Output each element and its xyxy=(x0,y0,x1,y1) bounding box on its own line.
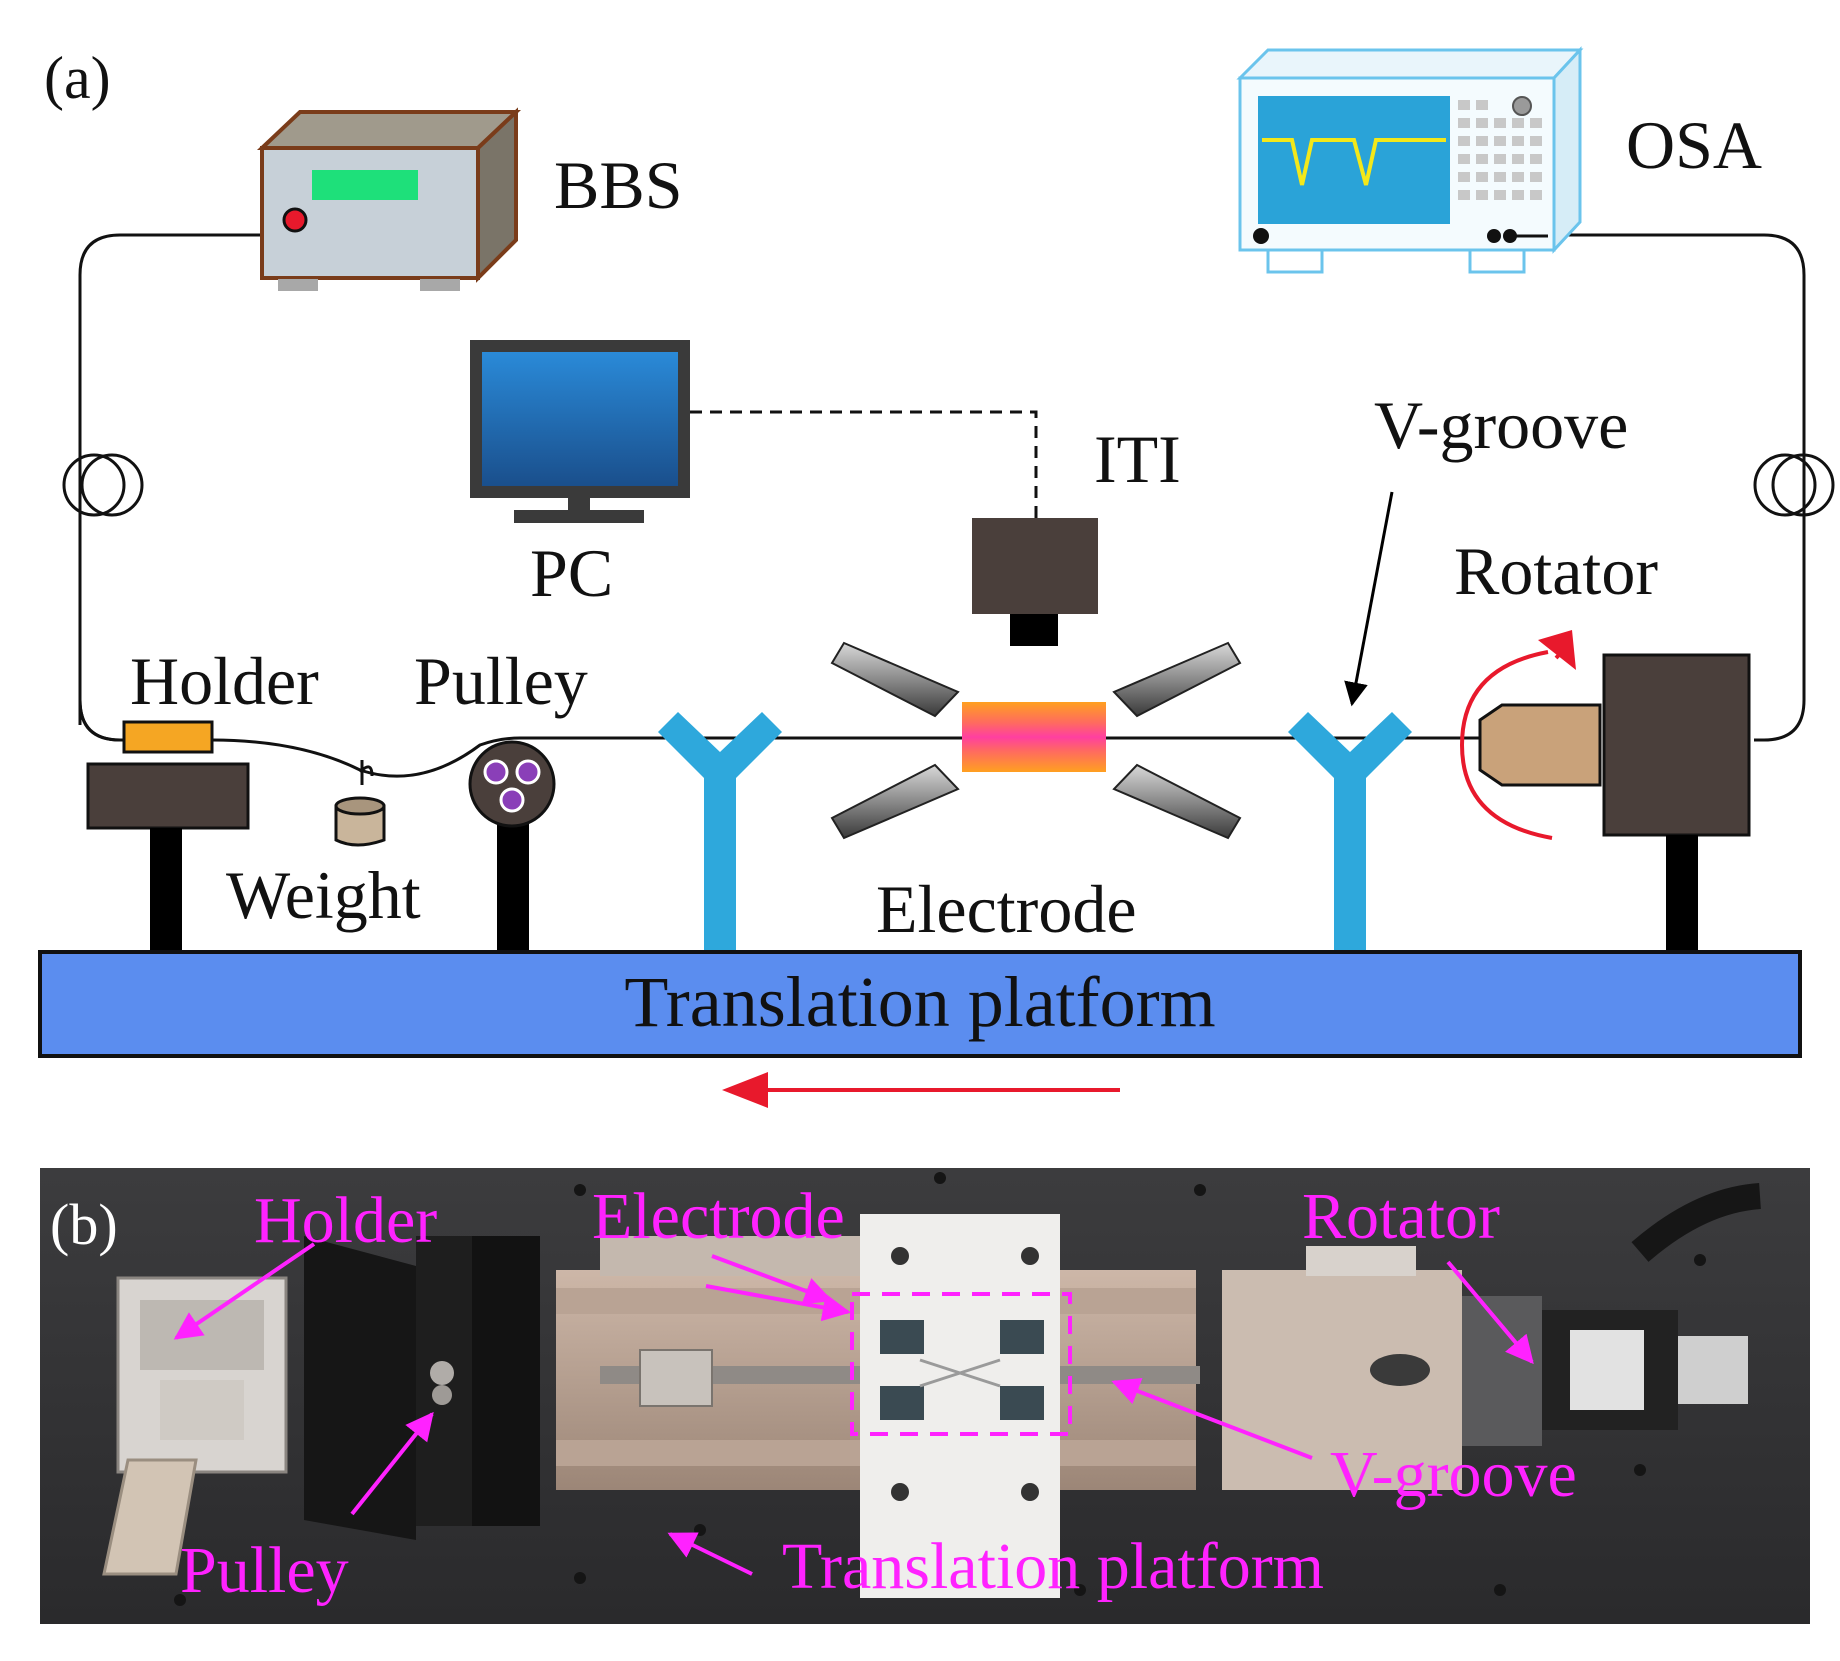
photo-electrode-block xyxy=(860,1214,1060,1598)
rotator-icon xyxy=(1478,653,1751,952)
photo-holder xyxy=(102,1276,288,1576)
pc-camera-cable xyxy=(690,410,1038,518)
pulley-icon xyxy=(468,740,556,952)
osa-device-icon xyxy=(1236,46,1584,274)
weight-label: Weight xyxy=(226,857,421,933)
photo-pointer-arrows xyxy=(173,1242,1534,1576)
photo-platform-label: Translation platform xyxy=(782,1530,1324,1603)
electrode-tips xyxy=(830,641,1242,840)
v-groove-label: V-groove xyxy=(1374,387,1628,463)
pc-label: PC xyxy=(530,535,613,611)
heating-zone xyxy=(962,702,1106,772)
photo-pulley-label: Pulley xyxy=(180,1534,349,1607)
translation-platform xyxy=(38,950,1802,1058)
v-groove-pointer-photo xyxy=(1111,1377,1313,1460)
movement-arrow xyxy=(722,1072,1120,1108)
osa-label: OSA xyxy=(1626,107,1762,183)
holder-icon xyxy=(86,720,250,952)
pulley-pointer xyxy=(350,1411,434,1516)
optical-table-holes xyxy=(174,1172,1706,1606)
iti-camera-icon xyxy=(972,518,1098,646)
fiber-loop xyxy=(78,233,1806,742)
fiber-coil-left xyxy=(62,453,144,517)
holder-label: Holder xyxy=(130,643,319,719)
panel-a-tag: (a) xyxy=(44,45,111,111)
electrode-pointer-2 xyxy=(705,1284,851,1322)
platform-label: Translation platform xyxy=(624,962,1215,1042)
v-groove-right xyxy=(1288,712,1412,952)
panel-b-photo: (b) Holder Electrode Rotator Pulley V-gr… xyxy=(40,1168,1810,1624)
platform-pointer xyxy=(667,1532,753,1576)
photo-v-groove-label: V-groove xyxy=(1330,1438,1577,1511)
holder-pointer xyxy=(173,1242,316,1340)
v-groove-left xyxy=(658,712,782,952)
photo-pulley-mount xyxy=(304,1236,540,1540)
rotator-label: Rotator xyxy=(1454,533,1658,609)
rotator-pointer xyxy=(1446,1260,1534,1365)
pc-monitor-icon xyxy=(470,340,690,523)
photo-holder-label: Holder xyxy=(254,1184,437,1257)
pulley-label: Pulley xyxy=(414,643,588,719)
electrode-label: Electrode xyxy=(876,871,1137,947)
iti-label: ITI xyxy=(1094,421,1181,497)
bbs-device-icon xyxy=(256,107,522,291)
panel-b-tag: (b) xyxy=(50,1192,118,1257)
panel-a: (a) BBS OSA PC ITI V-groove Rotator Hold… xyxy=(38,45,1835,1108)
v-groove-pointer xyxy=(1344,491,1394,707)
fiber-coil-right xyxy=(1753,453,1835,517)
electrode-pointer-1 xyxy=(711,1254,833,1305)
rotation-arrow xyxy=(1459,630,1576,840)
weight-icon xyxy=(334,760,386,847)
fiber-main xyxy=(78,699,1480,778)
electrode-highlight-box xyxy=(850,1292,1072,1436)
photo-rotator-stage xyxy=(1222,1183,1762,1490)
photo-rotator-label: Rotator xyxy=(1302,1180,1500,1253)
photo-electrode-label: Electrode xyxy=(592,1180,845,1253)
bbs-label: BBS xyxy=(554,147,683,223)
